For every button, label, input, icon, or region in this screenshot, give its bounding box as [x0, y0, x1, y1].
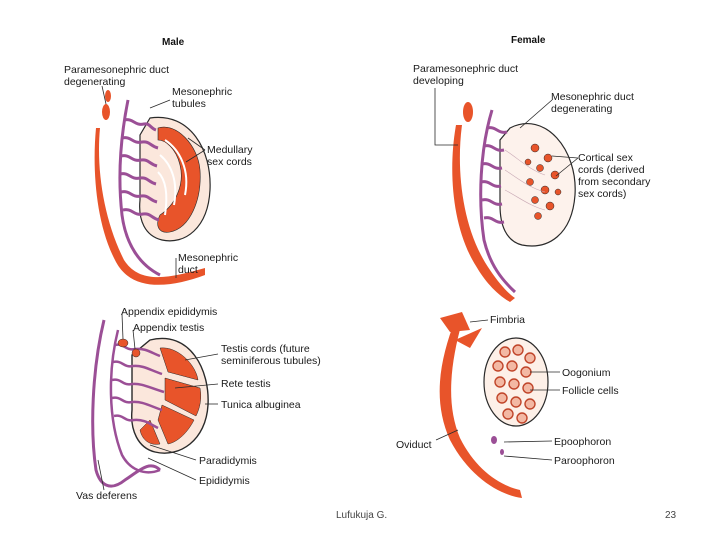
label-mesonephric-tubules: Mesonephric tubules [172, 86, 233, 110]
mesonephric-tubules [118, 99, 161, 277]
label-medullary-sex-cords: Medullary sex cords [207, 144, 253, 168]
footer-author: Lufukuja G. [336, 510, 388, 521]
label-mesonephric-degenerating: Mesonephric duct degenerating [551, 91, 634, 115]
label-rete-testis: Rete testis [221, 378, 271, 390]
label-paramesonephric-degenerating: Paramesonephric duct degenerating [64, 64, 170, 88]
male-early-panel [94, 85, 211, 285]
label-tunica-albuginea: Tunica albuginea [221, 399, 301, 411]
female-late-panel [435, 312, 560, 498]
oviduct [439, 320, 522, 498]
female-header: Female [511, 35, 546, 46]
oogonia [492, 344, 536, 424]
medullary-sex-cords [157, 126, 201, 233]
fimbria [440, 312, 482, 348]
label-appendix-testis: Appendix testis [133, 322, 205, 334]
appendix-epididymis [117, 338, 141, 358]
label-appendix-epididymis: Appendix epididymis [121, 306, 218, 318]
testis-cords [139, 347, 202, 445]
epoophoron [491, 436, 504, 455]
label-paroophoron: Paroophoron [554, 455, 615, 467]
label-follicle-cells: Follicle cells [562, 385, 619, 397]
male-header: Male [162, 37, 185, 48]
label-cortical-sex-cords: Cortical sex cords (derived from seconda… [578, 152, 651, 200]
mesonephric-duct-degenerating [479, 109, 517, 294]
cortical-sex-cords [524, 143, 562, 220]
label-epididymis: Epididymis [199, 475, 250, 487]
label-oogonium: Oogonium [562, 367, 611, 379]
vas-deferens [91, 319, 162, 488]
label-vas-deferens: Vas deferens [76, 490, 138, 502]
label-paramesonephric-developing: Paramesonephric duct developing [413, 63, 519, 87]
label-testis-cords: Testis cords (future seminiferous tubule… [221, 343, 321, 367]
label-paradidymis: Paradidymis [199, 455, 257, 467]
male-late-panel [91, 313, 219, 491]
paramesonephric-duct-degenerating [94, 90, 205, 285]
label-fimbria: Fimbria [490, 314, 526, 326]
page-number: 23 [665, 510, 677, 521]
label-oviduct: Oviduct [396, 439, 432, 451]
label-epoophoron: Epoophoron [554, 436, 612, 448]
label-mesonephric-duct: Mesonephric duct [178, 252, 239, 276]
female-early-panel [434, 88, 579, 302]
paramesonephric-duct-developing [452, 102, 515, 302]
female-early-gonad [499, 122, 576, 247]
